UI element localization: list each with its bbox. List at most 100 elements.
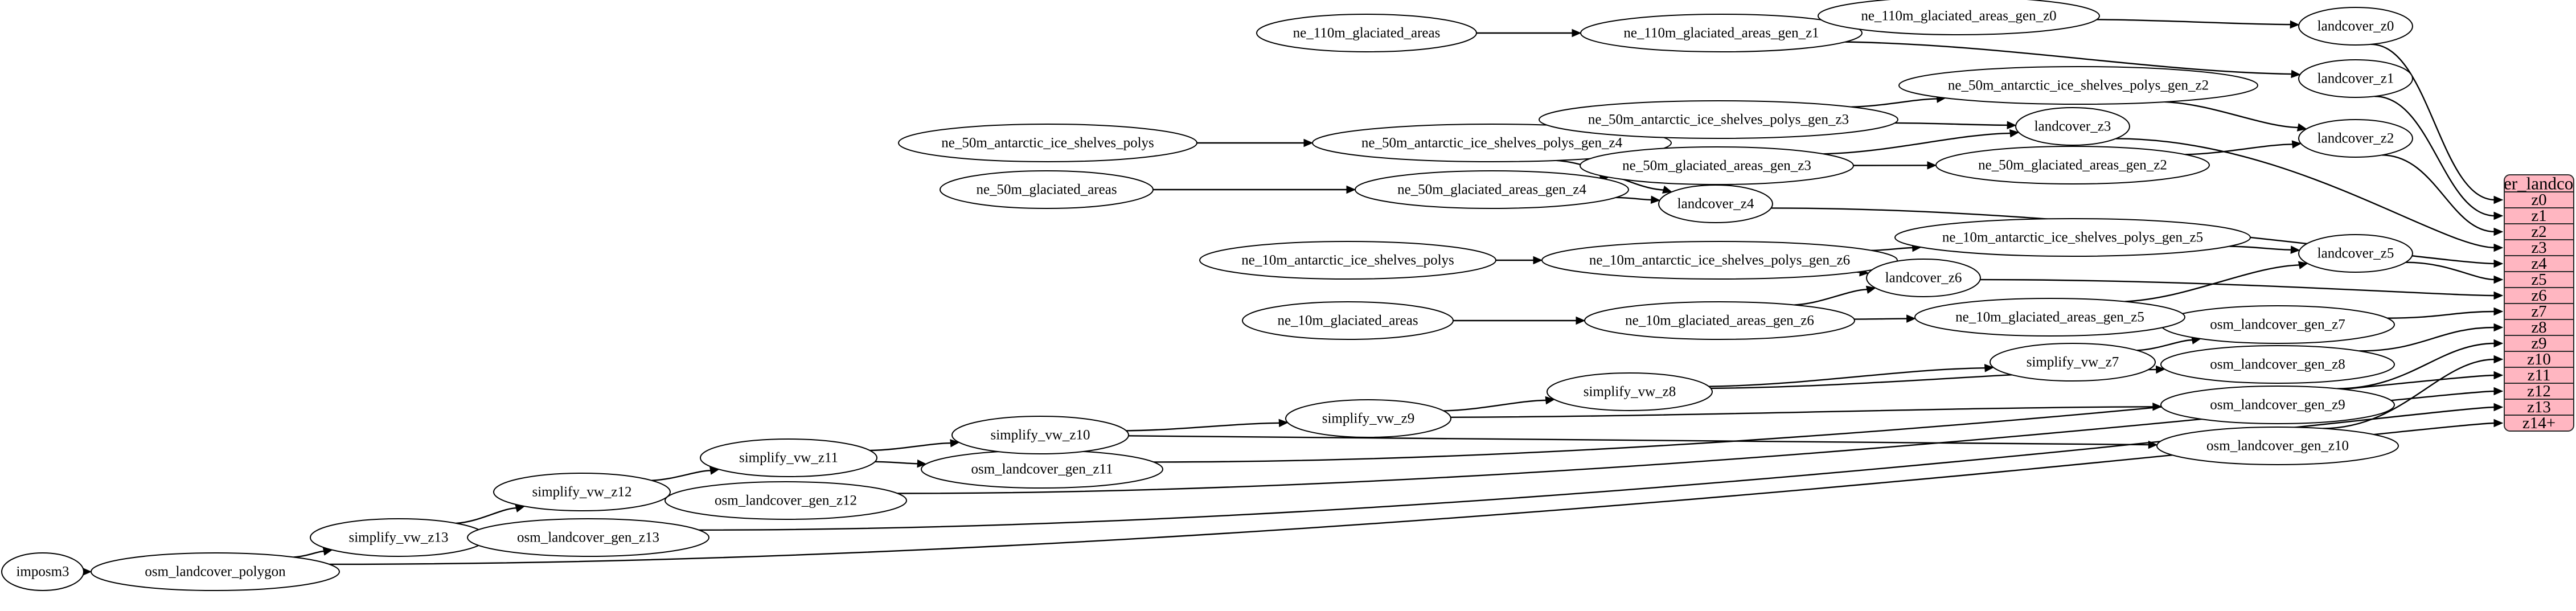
table-row-label-z7: z7: [2531, 302, 2546, 321]
node-osm_landcover_gen_z12[interactable]: osm_landcover_gen_z12: [664, 481, 907, 520]
edge-simplify_vw_z11-to-simplify_vw_z10: [869, 442, 952, 452]
node-osm_landcover_gen_z10[interactable]: osm_landcover_gen_z10: [2156, 427, 2399, 465]
table-title: layer_landcover: [2482, 174, 2576, 194]
node-ne_10m_antarctic_ice_shelves_polys[interactable]: ne_10m_antarctic_ice_shelves_polys: [1199, 241, 1496, 280]
node-ne_110m_glaciated_areas[interactable]: ne_110m_glaciated_areas: [1256, 14, 1477, 52]
node-ne_50m_antarctic_ice_shelves_polys[interactable]: ne_50m_antarctic_ice_shelves_polys: [898, 124, 1197, 162]
node-label-osm_landcover_gen_z13: osm_landcover_gen_z13: [517, 530, 659, 546]
edge-ne_10m_glaciated_areas_gen_z5-to-landcover_z5: [2124, 264, 2300, 302]
node-osm_landcover_polygon[interactable]: osm_landcover_polygon: [91, 552, 340, 591]
edge-ne_50m_antarctic_ice_shelves_polys_gen_z3-to-ne_50m_antarctic_ice_shelves_polys_gen_z2: [1851, 98, 1938, 108]
arrowhead-landcover_z2-to-layer_landcover.z2: [2493, 227, 2504, 236]
table-row-label-z13: z13: [2527, 398, 2551, 416]
arrowhead-ne_50m_antarctic_ice_shelves_polys-to-ne_50m_antarctic_ice_shelves_polys_gen_z4: [1303, 138, 1314, 147]
node-landcover_z4[interactable]: landcover_z4: [1658, 184, 1773, 223]
arrowhead-simplify_vw_z10-to-osm_landcover_gen_z10: [2148, 440, 2158, 449]
node-osm_landcover_gen_z11[interactable]: osm_landcover_gen_z11: [921, 450, 1163, 489]
table-row-z9[interactable]: [2504, 335, 2574, 352]
edge-osm_landcover_gen_z13-to-layer_landcover.z13: [699, 406, 2496, 531]
node-landcover_z2[interactable]: landcover_z2: [2298, 119, 2413, 158]
node-osm_landcover_gen_z9[interactable]: osm_landcover_gen_z9: [2160, 386, 2395, 424]
node-label-imposm3: imposm3: [16, 564, 69, 580]
node-landcover_z3[interactable]: landcover_z3: [2015, 107, 2130, 146]
node-simplify_vw_z12[interactable]: simplify_vw_z12: [493, 473, 671, 511]
edge-osm_landcover_polygon-to-simplify_vw_z13: [293, 550, 325, 558]
node-ne_50m_glaciated_areas_gen_z3[interactable]: ne_50m_glaciated_areas_gen_z3: [1580, 146, 1854, 185]
node-ne_50m_antarctic_ice_shelves_polys_gen_z2[interactable]: ne_50m_antarctic_ice_shelves_polys_gen_z…: [1898, 66, 2258, 105]
node-ne_10m_antarctic_ice_shelves_polys_gen_z6[interactable]: ne_10m_antarctic_ice_shelves_polys_gen_z…: [1541, 241, 1898, 280]
table-row-label-z8: z8: [2531, 318, 2546, 337]
node-shape-ne_110m_glaciated_areas_gen_z0: [1818, 0, 2100, 35]
node-ne_10m_glaciated_areas_gen_z5[interactable]: ne_10m_glaciated_areas_gen_z5: [1914, 298, 2185, 337]
node-landcover_z1[interactable]: landcover_z1: [2298, 59, 2413, 98]
arrowhead-simplify_vw_z11-to-simplify_vw_z10: [950, 439, 960, 448]
node-ne_10m_glaciated_areas_gen_z6[interactable]: ne_10m_glaciated_areas_gen_z6: [1584, 301, 1855, 340]
node-imposm3[interactable]: imposm3: [1, 552, 84, 591]
node-osm_landcover_gen_z7[interactable]: osm_landcover_gen_z7: [2160, 305, 2395, 344]
node-label-osm_landcover_gen_z11: osm_landcover_gen_z11: [971, 462, 1113, 477]
node-shape-simplify_vw_z10: [951, 416, 1129, 454]
node-ne_10m_glaciated_areas[interactable]: ne_10m_glaciated_areas: [1242, 301, 1454, 340]
node-label-ne_50m_antarctic_ice_shelves_polys_gen_z3: ne_50m_antarctic_ice_shelves_polys_gen_z…: [1588, 112, 1849, 128]
node-landcover_z5[interactable]: landcover_z5: [2298, 234, 2413, 273]
edge-ne_50m_antarctic_ice_shelves_polys_gen_z2-to-landcover_z2: [2164, 101, 2299, 129]
table-row-z14+[interactable]: [2504, 415, 2574, 431]
edge-landcover_z2-to-layer_landcover.z2: [2381, 154, 2496, 233]
edge-simplify_vw_z10-to-simplify_vw_z9: [1126, 422, 1281, 432]
node-shape-landcover_z4: [1658, 184, 1773, 223]
edge-osm_landcover_gen_z9-to-layer_landcover.z9: [2336, 342, 2496, 389]
table-row-z4[interactable]: [2504, 255, 2574, 272]
node-shape-ne_50m_antarctic_ice_shelves_polys_gen_z2: [1898, 66, 2258, 105]
node-landcover_z6[interactable]: landcover_z6: [1866, 259, 1981, 297]
node-simplify_vw_z13[interactable]: simplify_vw_z13: [310, 518, 487, 557]
node-shape-osm_landcover_gen_z12: [664, 481, 907, 520]
node-simplify_vw_z11[interactable]: simplify_vw_z11: [700, 438, 877, 477]
node-ne_10m_antarctic_ice_shelves_polys_gen_z5[interactable]: ne_10m_antarctic_ice_shelves_polys_gen_z…: [1894, 218, 2251, 257]
node-simplify_vw_z10[interactable]: simplify_vw_z10: [951, 416, 1129, 454]
table-row-label-z9: z9: [2531, 334, 2546, 352]
node-simplify_vw_z7[interactable]: simplify_vw_z7: [1990, 343, 2156, 382]
node-shape-ne_110m_glaciated_areas_gen_z1: [1580, 14, 1863, 52]
node-shape-simplify_vw_z11: [700, 438, 877, 477]
edge-ne_110m_glaciated_areas_gen_z1-to-landcover_z1: [1845, 41, 2293, 75]
node-simplify_vw_z8[interactable]: simplify_vw_z8: [1547, 372, 1713, 411]
node-label-ne_50m_glaciated_areas_gen_z4: ne_50m_glaciated_areas_gen_z4: [1397, 182, 1586, 198]
node-ne_50m_glaciated_areas[interactable]: ne_50m_glaciated_areas: [940, 170, 1154, 209]
edge-osm_landcover_gen_z7-to-layer_landcover.z7: [2387, 310, 2496, 319]
node-landcover_z0[interactable]: landcover_z0: [2298, 7, 2413, 46]
node-shape-osm_landcover_polygon: [91, 552, 340, 591]
node-ne_50m_antarctic_ice_shelves_polys_gen_z4[interactable]: ne_50m_antarctic_ice_shelves_polys_gen_z…: [1312, 124, 1672, 162]
node-ne_110m_glaciated_areas_gen_z1[interactable]: ne_110m_glaciated_areas_gen_z1: [1580, 14, 1863, 52]
node-label-landcover_z4: landcover_z4: [1677, 196, 1754, 212]
arrowhead-ne_50m_glaciated_areas_gen_z2-to-landcover_z2: [2291, 140, 2302, 149]
table-row-z10[interactable]: [2504, 351, 2574, 368]
table-row-z0[interactable]: [2504, 191, 2574, 208]
node-ne_50m_glaciated_areas_gen_z2[interactable]: ne_50m_glaciated_areas_gen_z2: [1935, 146, 2210, 184]
node-label-ne_10m_antarctic_ice_shelves_polys: ne_10m_antarctic_ice_shelves_polys: [1241, 253, 1454, 268]
node-osm_landcover_gen_z8[interactable]: osm_landcover_gen_z8: [2160, 345, 2395, 384]
arrowhead-ne_10m_glaciated_areas_gen_z6-to-landcover_z6: [1865, 285, 1876, 294]
arrowhead-osm_landcover_gen_z13-to-layer_landcover.z13: [2493, 403, 2504, 412]
edge-simplify_vw_z12-to-simplify_vw_z11: [651, 470, 712, 481]
node-label-ne_110m_glaciated_areas: ne_110m_glaciated_areas: [1293, 26, 1441, 41]
layer-landcover-table[interactable]: layer_landcoverz0z1z2z3z4z5z6z7z8z9z10z1…: [2482, 174, 2576, 433]
node-shape-ne_10m_glaciated_areas_gen_z5: [1914, 298, 2185, 337]
arrowhead-landcover_z3-to-layer_landcover.z3: [2493, 243, 2504, 252]
table-outline: [2504, 174, 2574, 432]
node-shape-ne_50m_glaciated_areas_gen_z4: [1355, 170, 1629, 209]
node-simplify_vw_z9[interactable]: simplify_vw_z9: [1285, 399, 1451, 438]
node-label-landcover_z6: landcover_z6: [1885, 270, 1962, 286]
node-shape-landcover_z0: [2298, 7, 2413, 46]
node-osm_landcover_gen_z13[interactable]: osm_landcover_gen_z13: [467, 518, 709, 557]
node-ne_110m_glaciated_areas_gen_z0[interactable]: ne_110m_glaciated_areas_gen_z0: [1818, 0, 2100, 35]
node-shape-landcover_z6: [1866, 259, 1981, 297]
node-ne_50m_antarctic_ice_shelves_polys_gen_z3[interactable]: ne_50m_antarctic_ice_shelves_polys_gen_z…: [1539, 100, 1898, 139]
node-shape-osm_landcover_gen_z8: [2160, 345, 2395, 384]
arrowhead-ne_10m_antarctic_ice_shelves_polys_gen_z5-to-landcover_z5: [2290, 245, 2300, 254]
arrowhead-ne_50m_glaciated_areas_gen_z3-to-ne_50m_glaciated_areas_gen_z2: [1927, 161, 1937, 170]
table-row-label-z3: z3: [2531, 239, 2546, 257]
table-row-z11[interactable]: [2504, 367, 2574, 384]
node-label-ne_50m_antarctic_ice_shelves_polys_gen_z2: ne_50m_antarctic_ice_shelves_polys_gen_z…: [1948, 78, 2209, 93]
node-ne_50m_glaciated_areas_gen_z4[interactable]: ne_50m_glaciated_areas_gen_z4: [1355, 170, 1629, 209]
